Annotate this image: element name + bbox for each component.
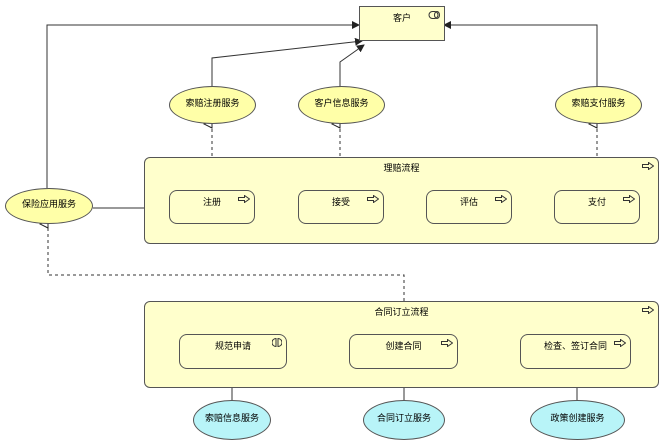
edge-customer-info-to-actor bbox=[339, 44, 365, 95]
process-arrow-icon bbox=[614, 339, 626, 347]
actor-label: 客户 bbox=[393, 14, 412, 24]
interaction-icon bbox=[272, 338, 282, 347]
step-accept[interactable]: 接受 bbox=[298, 190, 384, 224]
edge-contract-realizes-app-service bbox=[48, 224, 405, 301]
service-label: 政策创建服务 bbox=[550, 414, 605, 425]
service-claim-payment[interactable]: 索赔支付服务 bbox=[555, 86, 642, 124]
step-label: 接受 bbox=[331, 198, 350, 208]
service-policy-create[interactable]: 政策创建服务 bbox=[530, 400, 625, 440]
service-claim-register[interactable]: 索赔注册服务 bbox=[169, 86, 256, 124]
actor-customer[interactable]: 客户 bbox=[359, 6, 445, 41]
process-arrow-icon bbox=[623, 195, 635, 203]
step-register[interactable]: 注册 bbox=[169, 190, 255, 224]
service-label: 索赔支付服务 bbox=[571, 99, 626, 110]
service-contract-sign[interactable]: 合同订立服务 bbox=[363, 400, 445, 440]
service-label: 合同订立服务 bbox=[376, 414, 431, 425]
step-label: 支付 bbox=[587, 198, 606, 208]
step-pay[interactable]: 支付 bbox=[554, 190, 640, 224]
service-label: 索赔信息服务 bbox=[204, 414, 259, 425]
service-claim-info[interactable]: 索赔信息服务 bbox=[193, 400, 271, 440]
step-label: 注册 bbox=[202, 198, 221, 208]
service-insurance-app[interactable]: 保险应用服务 bbox=[5, 188, 93, 224]
edge-claim-register-to-actor bbox=[211, 37, 363, 95]
process-arrow-icon bbox=[441, 339, 453, 347]
service-label: 保险应用服务 bbox=[21, 200, 76, 211]
process-arrow-icon bbox=[642, 306, 654, 314]
process-arrow-icon bbox=[367, 195, 379, 203]
process-arrow-icon bbox=[495, 195, 507, 203]
edge-app-service-to-actor bbox=[46, 21, 360, 188]
step-label: 创建合同 bbox=[385, 342, 422, 352]
step-create-contract[interactable]: 创建合同 bbox=[349, 334, 458, 369]
role-icon bbox=[428, 11, 440, 19]
step-apply-spec[interactable]: 规范申请 bbox=[179, 334, 287, 369]
service-label: 索赔注册服务 bbox=[185, 99, 240, 110]
step-check-sign[interactable]: 检查、签订合同 bbox=[520, 334, 631, 369]
step-label: 规范申请 bbox=[214, 342, 251, 352]
process-arrow-icon bbox=[238, 195, 250, 203]
step-label: 评估 bbox=[459, 198, 478, 208]
service-label: 客户信息服务 bbox=[314, 99, 369, 110]
group-title: 理赔流程 bbox=[383, 164, 420, 174]
step-label: 检查、签订合同 bbox=[543, 342, 607, 352]
group-title: 合同订立流程 bbox=[374, 308, 429, 318]
edge-claim-payment-to-actor bbox=[443, 21, 598, 95]
process-arrow-icon bbox=[642, 162, 654, 170]
service-customer-info[interactable]: 客户信息服务 bbox=[298, 86, 385, 124]
step-evaluate[interactable]: 评估 bbox=[426, 190, 512, 224]
